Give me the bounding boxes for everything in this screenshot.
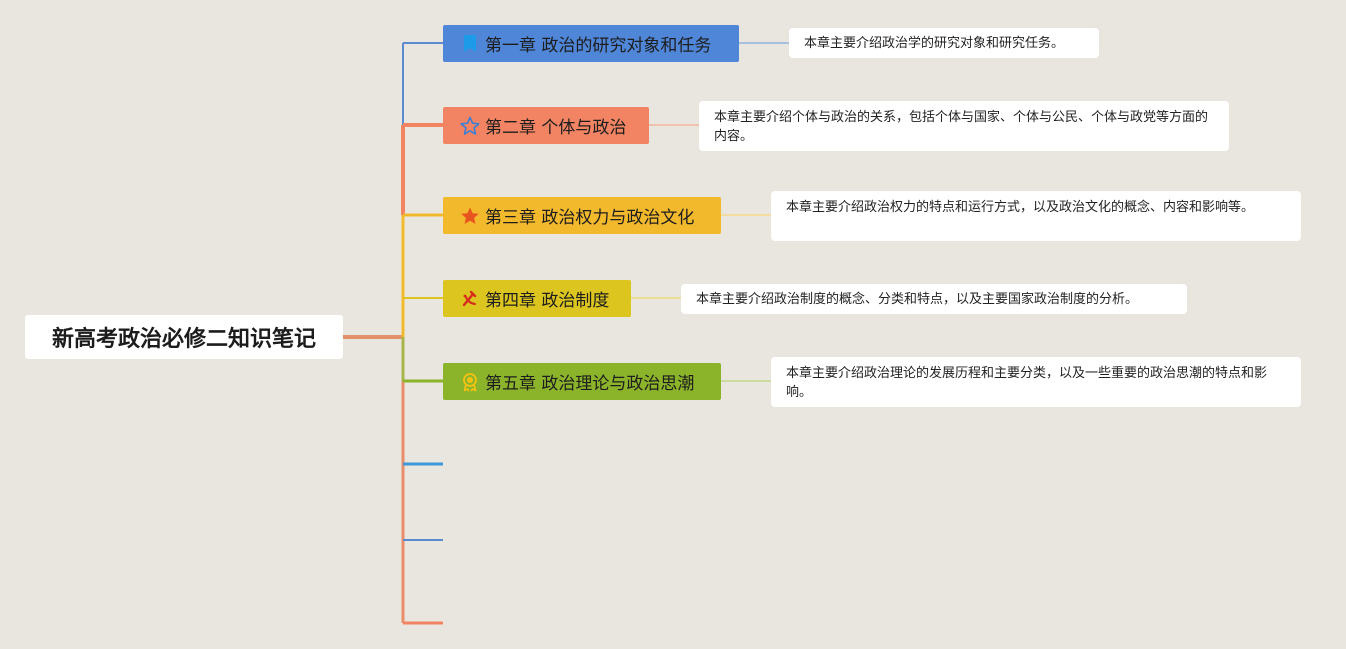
star-outline-icon xyxy=(460,116,480,136)
chapter-4-topic[interactable]: 第四章 政治制度 xyxy=(443,280,631,317)
chapter-5-note-text: 本章主要介绍政治理论的发展历程和主要分类，以及一些重要的政治思潮的特点和影响。 xyxy=(786,366,1268,400)
party-emblem-icon xyxy=(460,289,480,309)
chapter-1-label: 第一章 政治的研究对象和任务 xyxy=(485,36,712,56)
chapter-5-note[interactable]: 本章主要介绍政治理论的发展历程和主要分类，以及一些重要的政治思潮的特点和影响。 xyxy=(771,357,1301,407)
chapter-3-topic[interactable]: 第三章 政治权力与政治文化 xyxy=(443,197,721,234)
chapter-5-label: 第五章 政治理论与政治思潮 xyxy=(485,374,695,394)
chapter-4-label: 第四章 政治制度 xyxy=(485,291,610,311)
chapter-1-note[interactable]: 本章主要介绍政治学的研究对象和研究任务。 xyxy=(789,28,1099,58)
chapter-1-topic[interactable]: 第一章 政治的研究对象和任务 xyxy=(443,25,739,62)
award-icon xyxy=(460,372,480,392)
bookmark-icon xyxy=(460,34,480,54)
chapter-1-note-text: 本章主要介绍政治学的研究对象和研究任务。 xyxy=(804,35,1065,51)
chapter-3-note[interactable]: 本章主要介绍政治权力的特点和运行方式，以及政治文化的概念、内容和影响等。 xyxy=(771,191,1301,241)
chapter-2-note-text: 本章主要介绍个体与政治的关系，包括个体与国家、个体与公民、个体与政党等方面的内容… xyxy=(714,110,1209,144)
chapter-3-note-text: 本章主要介绍政治权力的特点和运行方式，以及政治文化的概念、内容和影响等。 xyxy=(786,200,1255,215)
chapter-2-note[interactable]: 本章主要介绍个体与政治的关系，包括个体与国家、个体与公民、个体与政党等方面的内容… xyxy=(699,101,1229,151)
chapter-5-topic[interactable]: 第五章 政治理论与政治思潮 xyxy=(443,363,721,400)
chapter-2-topic[interactable]: 第二章 个体与政治 xyxy=(443,107,649,144)
chapter-3-label: 第三章 政治权力与政治文化 xyxy=(485,208,695,228)
chapter-4-note-text: 本章主要介绍政治制度的概念、分类和特点，以及主要国家政治制度的分析。 xyxy=(696,291,1139,307)
root-topic[interactable]: 新高考政治必修二知识笔记 xyxy=(25,315,343,359)
chapter-4-note[interactable]: 本章主要介绍政治制度的概念、分类和特点，以及主要国家政治制度的分析。 xyxy=(681,284,1187,314)
star-icon xyxy=(460,206,480,226)
chapter-2-label: 第二章 个体与政治 xyxy=(485,118,627,138)
